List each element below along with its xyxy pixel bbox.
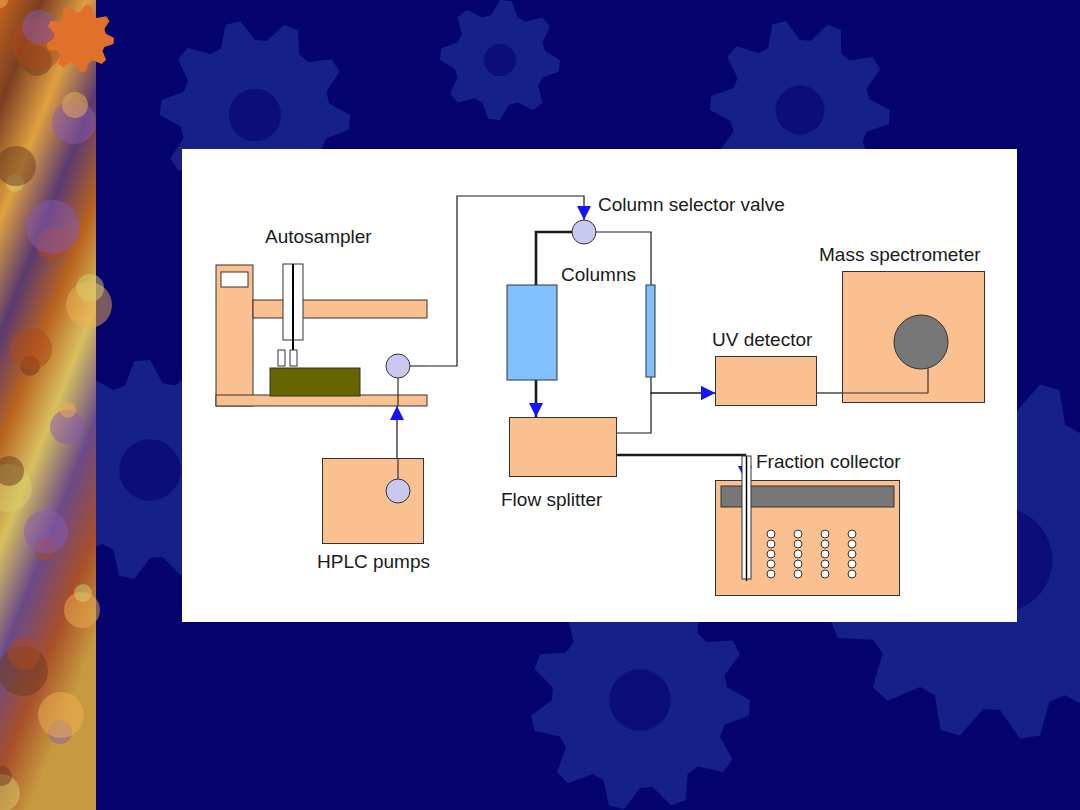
collection-well [848,570,856,578]
gear-pattern [41,0,1080,809]
collection-well [821,540,829,548]
fraction-collector-box-art [716,481,901,597]
collection-well [794,560,802,568]
texture-blob [74,584,92,602]
texture-blob [0,456,24,486]
main-column [507,285,557,380]
texture-blob [24,510,68,554]
mass-spectrometer-box-art [843,272,986,404]
component-label: Column selector valve [598,194,785,216]
texture-blob [8,638,40,670]
component-label: HPLC pumps [317,551,430,573]
texture-blob [26,200,80,254]
collection-well [848,540,856,548]
collection-well [848,560,856,568]
collection-well [821,530,829,538]
collection-well [794,570,802,578]
diagram-panel [182,149,1017,622]
pump-outlet [397,459,398,479]
mass-spectrometer-box: Mass spectrometer [842,271,985,403]
component-label: Fraction collector [756,451,901,473]
pump-head [386,479,410,503]
autosampler-display [221,272,248,287]
injector-line [410,365,427,366]
texture-blob [76,274,104,302]
orange-gear [47,5,114,72]
autosampler-art [216,264,427,406]
gear-hub [776,86,825,135]
selector-valve: Column selector valve [572,220,596,244]
background-gear [440,0,560,120]
autosampler: Autosampler [216,264,427,406]
flow-line [396,406,397,458]
texture-blob [62,92,88,118]
flow-splitter-box: Flow splitter [509,417,617,477]
vial [290,350,297,366]
collection-well [848,550,856,558]
valve-circle [572,220,596,244]
texture-blob [0,146,36,186]
uv-detector-box-art [716,357,818,407]
collection-well [767,530,775,538]
autosampler-base [216,395,427,406]
collection-well [848,530,856,538]
flow-splitter-box-art [510,418,618,478]
gear-hub [229,89,282,142]
component-label: UV detector [712,329,812,351]
background-gear [531,590,750,809]
texture-blob [38,692,84,738]
gear-hub [484,44,516,76]
collection-well [767,560,775,568]
collection-well [767,570,775,578]
collection-well [767,540,775,548]
collection-well [821,560,829,568]
ms-source [894,315,948,369]
sample-tray [270,368,360,396]
part-name: Columns [561,264,636,286]
gear-hub [119,439,181,501]
pump-box-art [323,459,425,545]
strip-texture [0,0,112,810]
sampling-needle [292,264,294,352]
pump-box: HPLC pumps [322,458,424,544]
texture-blob [0,766,12,786]
collection-well [767,550,775,558]
fraction-collector-box: Fraction collector [715,480,900,596]
component-label: Mass spectrometer [819,244,981,266]
injector-line [397,378,398,406]
autosampler-arm [253,300,427,318]
flow-line [617,393,715,433]
collection-well [821,570,829,578]
small-column [646,285,655,377]
vial [278,350,285,366]
flow-line [617,455,745,480]
selector-valve-art [572,220,596,244]
collection-well [794,540,802,548]
collector-needle [746,456,748,581]
collection-well [821,550,829,558]
flow-line [427,196,584,366]
orange-gear [47,5,114,72]
flow-line [596,232,715,393]
collection-well [794,530,802,538]
collection-well [794,550,802,558]
texture-blob [60,402,76,418]
component-label: Autosampler [265,226,372,248]
flow-line [817,392,842,393]
texture-blob [10,328,52,370]
texture-blob [0,0,8,8]
uv-detector-box: UV detector [715,356,817,406]
injection-valve [386,354,410,378]
component-label: Flow splitter [501,489,602,511]
gear-hub [609,669,671,731]
autosampler-stand [216,265,253,406]
ms-inlet [842,392,928,393]
